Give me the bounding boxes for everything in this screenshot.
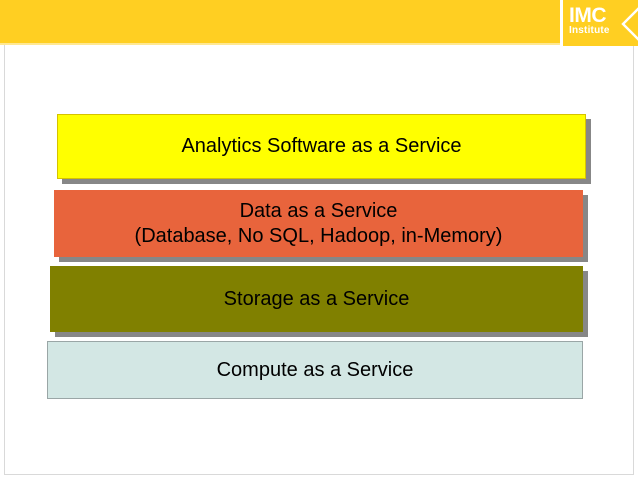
header-band [0, 0, 638, 43]
layer-label: Analytics Software as a Service [181, 135, 462, 157]
imc-institute-logo: IMC Institute [560, 0, 638, 46]
layer-data-as-a-service: Data as a Service (Database, No SQL, Had… [54, 190, 583, 257]
layer-storage-as-a-service: Storage as a Service [50, 266, 583, 332]
chevron-outline-icon [621, 7, 638, 41]
layer-label: Data as a Service [239, 199, 398, 222]
layer-sublabel: (Database, No SQL, Hadoop, in-Memory) [134, 224, 503, 247]
logo-secondary-text: Institute [569, 25, 610, 36]
logo-inner: IMC Institute [569, 4, 638, 44]
layer-label: Compute as a Service [216, 358, 414, 381]
header-band-underline [0, 43, 638, 45]
layer-compute-as-a-service: Compute as a Service [47, 341, 583, 399]
slide-border-frame [4, 44, 634, 475]
layer-label-group: Data as a Service (Database, No SQL, Had… [55, 199, 582, 249]
layer-label: Storage as a Service [223, 287, 410, 310]
layer-analytics-software-as-a-service: Analytics Software as a Service [57, 114, 586, 179]
logo-primary-text: IMC [569, 4, 607, 27]
